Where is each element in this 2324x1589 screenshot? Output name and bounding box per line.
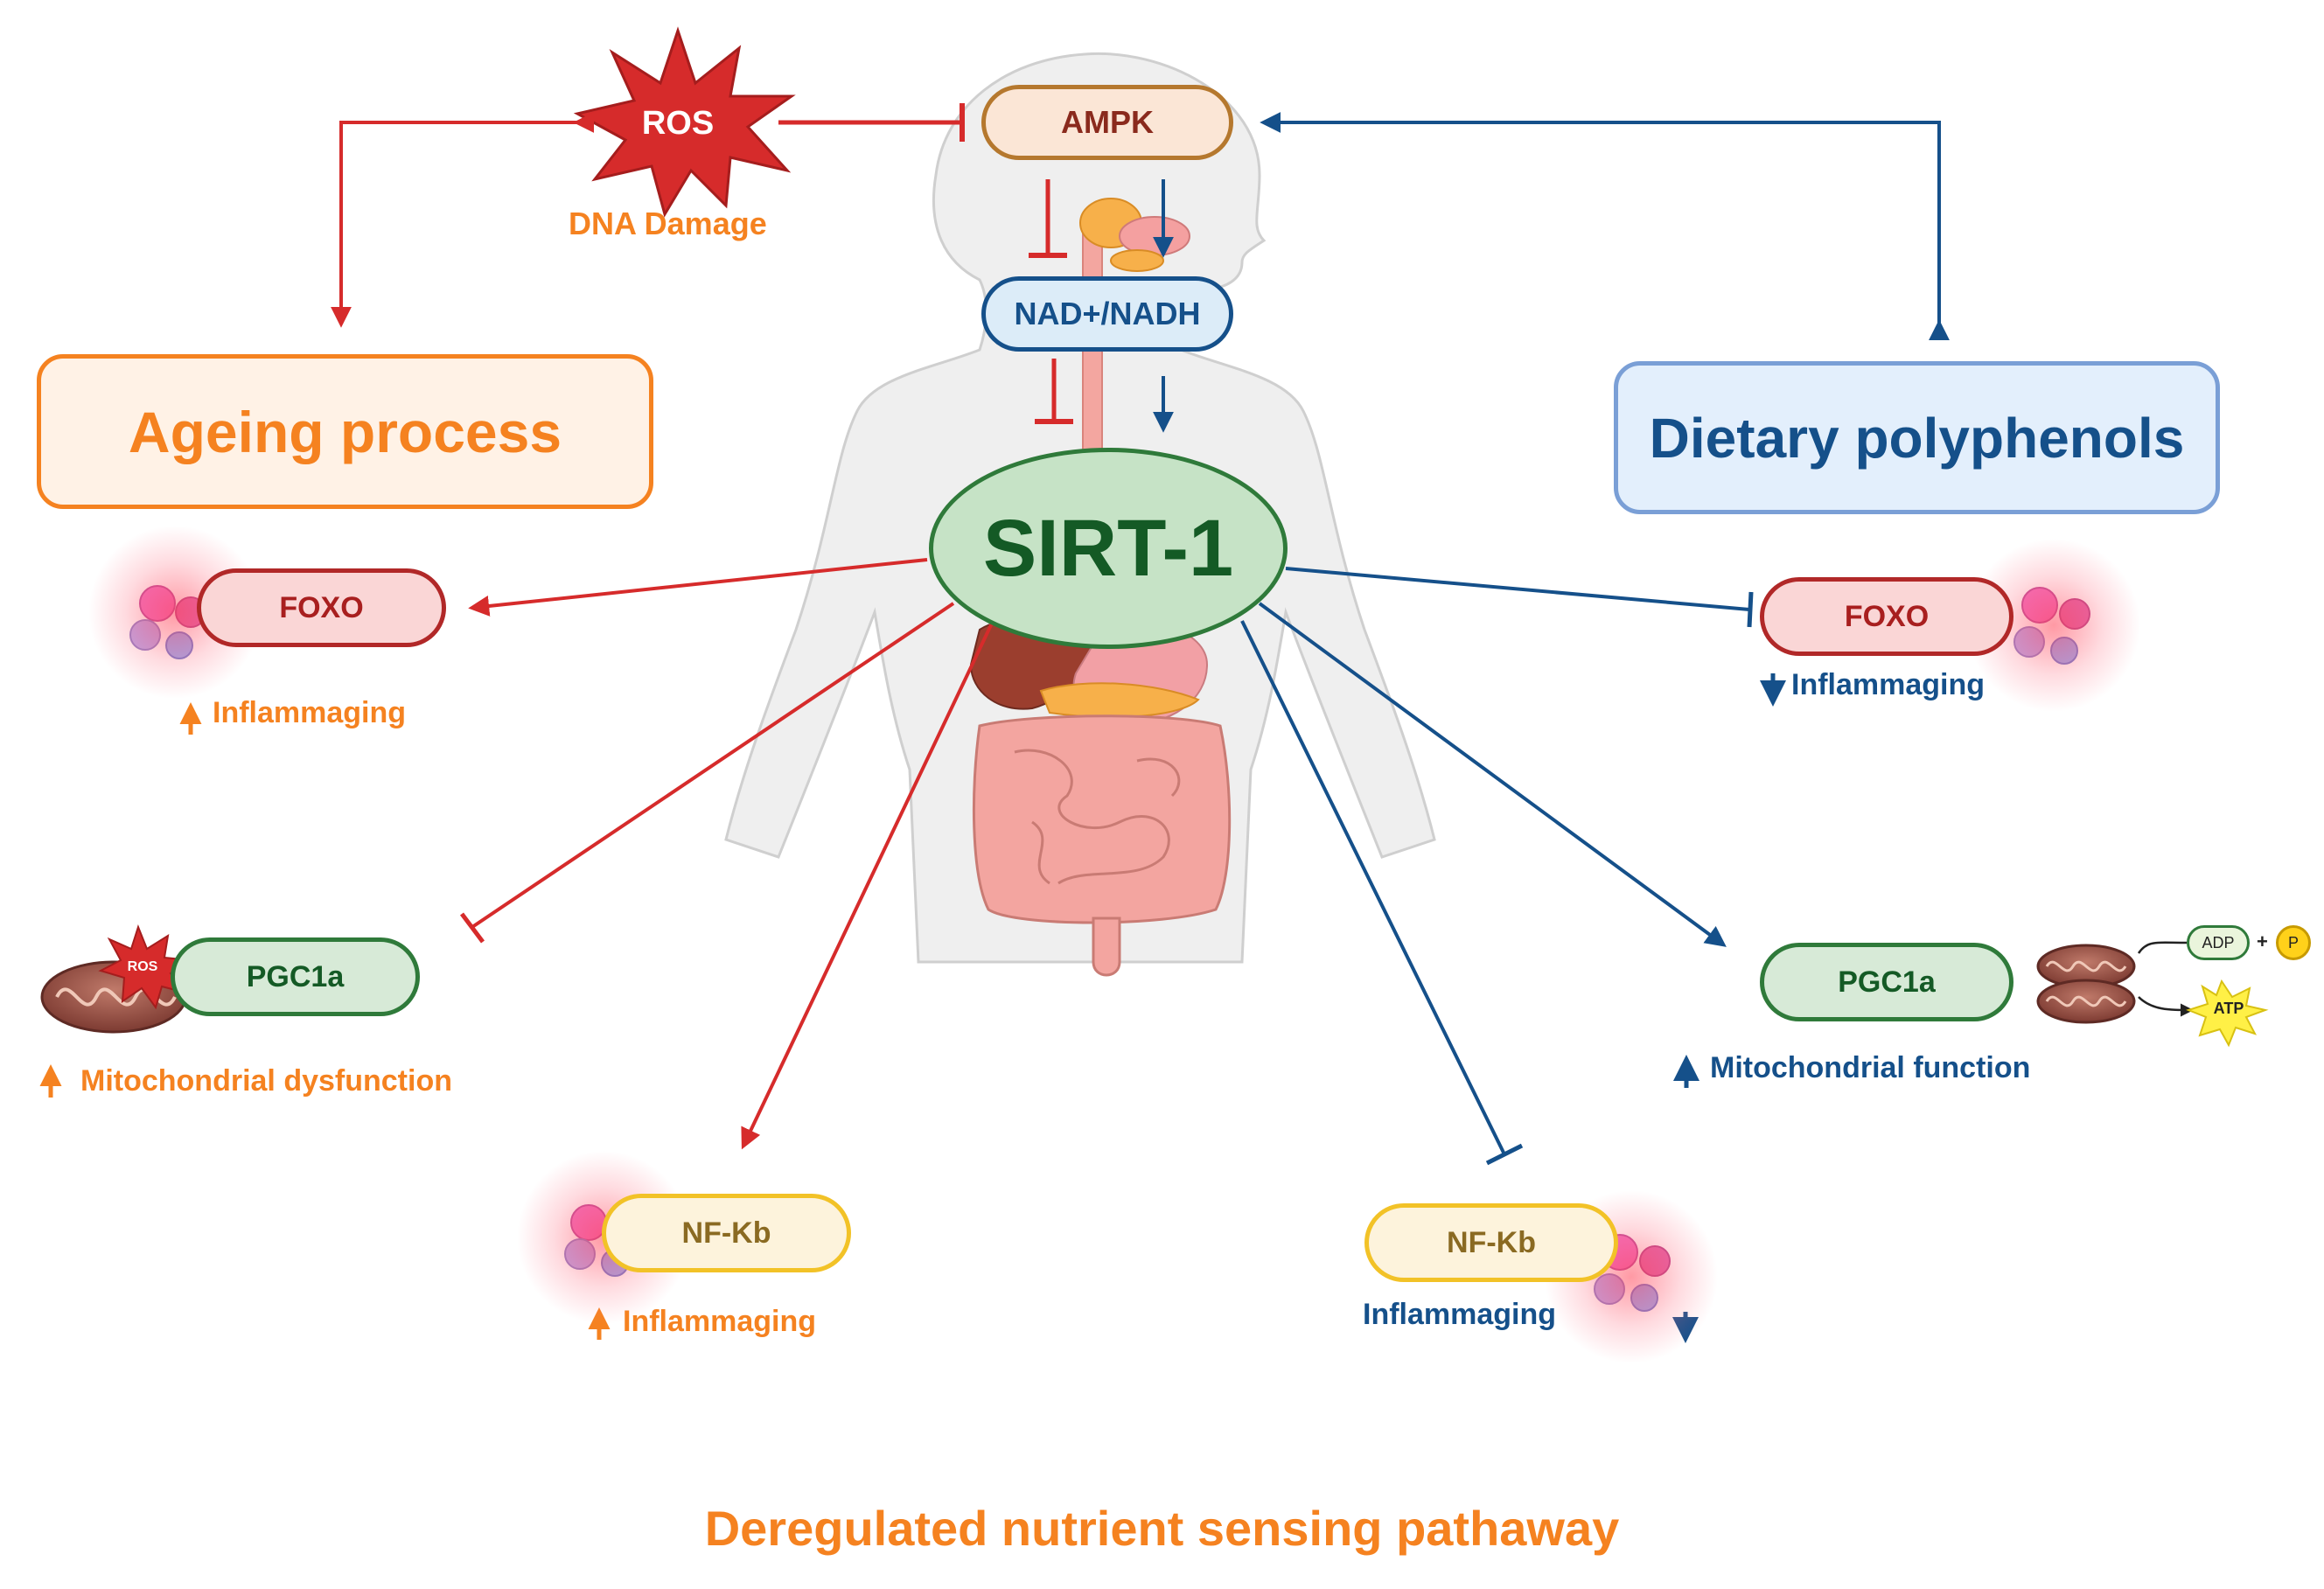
ros-star-top xyxy=(573,26,796,218)
ros-label-top: ROS xyxy=(641,105,715,142)
arrow-mito-adp xyxy=(2137,941,2188,954)
intestines xyxy=(972,714,1232,977)
ampk-node: AMPK xyxy=(981,85,1233,160)
inhibit-sirt1-right-foxo xyxy=(1285,567,1750,611)
left-foxo-effect: Inflammaging xyxy=(213,696,407,729)
arrow-dietary-ampk xyxy=(1260,112,1950,341)
atp-star xyxy=(2186,979,2269,1048)
arrow-mito-atp xyxy=(2138,996,2194,1017)
plus-sign: + xyxy=(2257,930,2268,952)
ros-star-mito xyxy=(98,924,193,1010)
arrow-sirt1-left-nfkb xyxy=(741,611,999,1150)
left-nfkb-effect: Inflammaging xyxy=(623,1305,817,1338)
right-pgc1a-effect: Mitochondrial function xyxy=(1710,1051,2031,1084)
right-nfkb-effect: Inflammaging xyxy=(1363,1298,1557,1331)
inhibit-sirt1-right-nfkb xyxy=(1240,620,1506,1155)
right-foxo-effect: Inflammaging xyxy=(1791,668,1986,701)
ageing-process-box: Ageing process xyxy=(37,354,653,509)
dietary-polyphenols-box: Dietary polyphenols xyxy=(1614,361,2220,514)
left-pgc1a-effect: Mitochondrial dysfunction xyxy=(80,1064,452,1098)
right-nfkb-node: NF-Kb xyxy=(1364,1203,1618,1282)
arrow-ros-ageing xyxy=(331,112,595,328)
left-foxo-node: FOXO xyxy=(197,568,446,647)
atp-label: ATP xyxy=(2213,1000,2244,1017)
left-pgc1a-ros-label: ROS xyxy=(127,959,158,974)
dna-damage-caption: DNA Damage xyxy=(569,206,767,241)
sirt1-node: SIRT-1 xyxy=(929,448,1288,649)
phosphate-node: P xyxy=(2276,925,2311,960)
adp-node: ADP xyxy=(2187,925,2250,960)
left-nfkb-node: NF-Kb xyxy=(602,1194,851,1272)
pathway-caption: Deregulated nutrient sensing pathaway xyxy=(704,1501,1620,1556)
left-pgc1a-node: PGC1a xyxy=(171,937,420,1016)
nad-node: NAD+/NADH xyxy=(981,276,1233,352)
arrow-sirt1-right-pgc1a xyxy=(1258,602,1727,947)
inhibit-sirt1-left-pgc1a xyxy=(471,602,955,929)
mitochondria-right xyxy=(2036,944,2136,1024)
gland-cluster xyxy=(1079,198,1190,272)
right-pgc1a-node: PGC1a xyxy=(1760,943,2013,1021)
arrow-sirt1-left-foxo xyxy=(468,558,928,617)
right-foxo-node: FOXO xyxy=(1760,577,2013,656)
